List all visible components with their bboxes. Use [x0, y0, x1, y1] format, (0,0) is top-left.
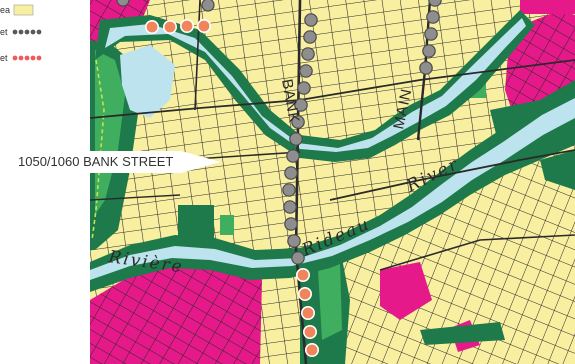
park-east-light	[540, 150, 575, 190]
rideau-river-banks	[90, 82, 575, 292]
rideau-river-water	[90, 98, 575, 280]
north-red-dots	[145, 18, 212, 34]
park-south-light	[318, 262, 342, 340]
legend-red-dots	[12, 55, 42, 61]
bank-street-grey-dots	[282, 13, 318, 265]
commercial-zone-s	[380, 262, 432, 320]
commercial-zone-n	[520, 0, 575, 14]
park-center-small	[220, 215, 234, 235]
west-pond	[120, 45, 175, 118]
site-callout: 1050/1060 BANK STREET	[0, 151, 222, 173]
main-street-grey-dots	[419, 0, 442, 75]
map-legend: ea et et	[0, 4, 42, 63]
legend-grey-dots	[12, 29, 42, 35]
legend-area-swatch	[13, 4, 34, 16]
commercial-zone-sw	[90, 250, 262, 364]
site-callout-label: 1050/1060 BANK STREET	[0, 151, 182, 173]
canal-banks	[95, 10, 535, 162]
north-grey-dots	[116, 0, 215, 12]
legend-area-label: ea	[0, 5, 10, 15]
park-west-light	[95, 50, 125, 215]
legend-red-street-label: et	[0, 53, 8, 63]
legend-grey-street-label: et	[0, 27, 8, 37]
park-se-strip	[420, 322, 505, 345]
site-callout-pointer	[181, 151, 222, 173]
bank-street-red-dots	[295, 267, 319, 357]
